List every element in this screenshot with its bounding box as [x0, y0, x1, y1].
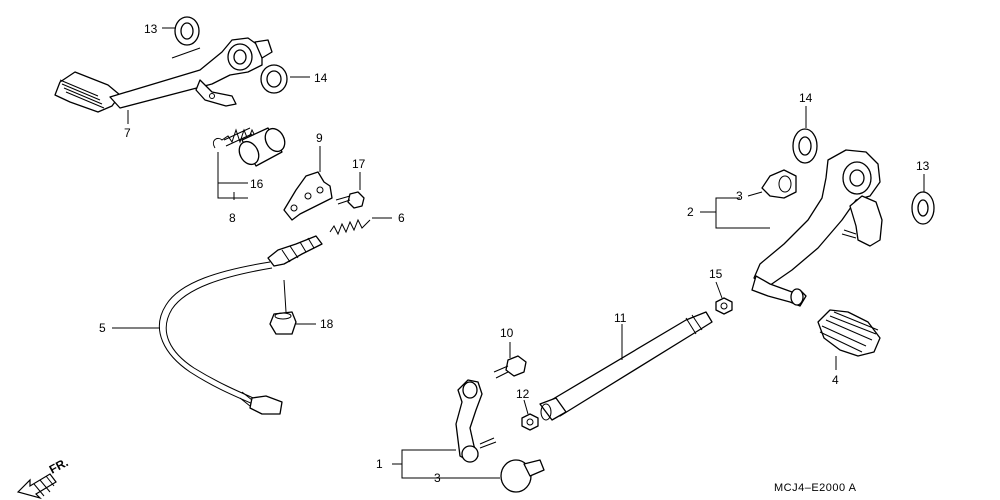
- callout-7: 7: [124, 126, 131, 140]
- front-arrow-icon: [16, 473, 57, 500]
- leader-lines: [112, 27, 925, 479]
- part-8-sleeve: [238, 127, 286, 167]
- part-18-grommet: [269, 279, 297, 335]
- callout-12: 12: [516, 387, 530, 401]
- part-3-bolt-right: [761, 169, 797, 199]
- callout-5: 5: [99, 321, 106, 335]
- part-12-nut: [521, 413, 539, 431]
- callout-4: 4: [832, 373, 839, 387]
- callout-17: 17: [352, 157, 366, 171]
- part-9-bracket: [283, 171, 333, 221]
- part-7-brake-pedal: [54, 37, 273, 113]
- part-15-nut: [715, 297, 733, 315]
- callout-15: 15: [709, 267, 723, 281]
- diagram-code: MCJ4–E2000 A: [774, 482, 857, 494]
- callout-3-lower: 3: [434, 471, 441, 485]
- part-6-spring: [329, 218, 371, 236]
- callout-13-left: 13: [144, 22, 158, 36]
- callout-18: 18: [320, 317, 334, 331]
- part-5-brake-switch: [158, 235, 323, 415]
- callout-9: 9: [316, 131, 323, 145]
- callout-6: 6: [398, 211, 405, 225]
- part-17-bolt: [335, 191, 365, 209]
- part-4-rubber: [817, 309, 881, 357]
- part-2-shift-pedal: [751, 149, 883, 307]
- front-direction-indicator: FR.: [16, 455, 71, 500]
- front-label: FR.: [47, 455, 71, 476]
- part-10-bolt: [493, 355, 527, 379]
- part-14-washer-left: [260, 64, 288, 94]
- callout-1: 1: [376, 457, 383, 471]
- part-3-ball-joint: [500, 459, 545, 493]
- part-16-spring: [212, 127, 257, 149]
- part-11-shift-rod: [539, 311, 713, 421]
- callout-11: 11: [614, 311, 627, 325]
- callout-2: 2: [687, 205, 694, 219]
- callout-labels: 13 14 7 16 8 9 17 6 5 18 10 12 11 1 3 15…: [99, 22, 930, 485]
- part-1-shift-arm: [455, 379, 497, 463]
- callout-13-right: 13: [916, 159, 930, 173]
- callout-3-upper: 3: [736, 189, 743, 203]
- callout-14-right: 14: [799, 91, 813, 105]
- callout-14-left: 14: [314, 71, 328, 85]
- part-13-washer-right: [911, 191, 935, 225]
- callout-10: 10: [500, 326, 514, 340]
- part-14-washer-right: [792, 128, 818, 164]
- part-13-washer-left: [174, 16, 200, 46]
- callout-16: 16: [250, 177, 264, 191]
- callout-8: 8: [229, 211, 236, 225]
